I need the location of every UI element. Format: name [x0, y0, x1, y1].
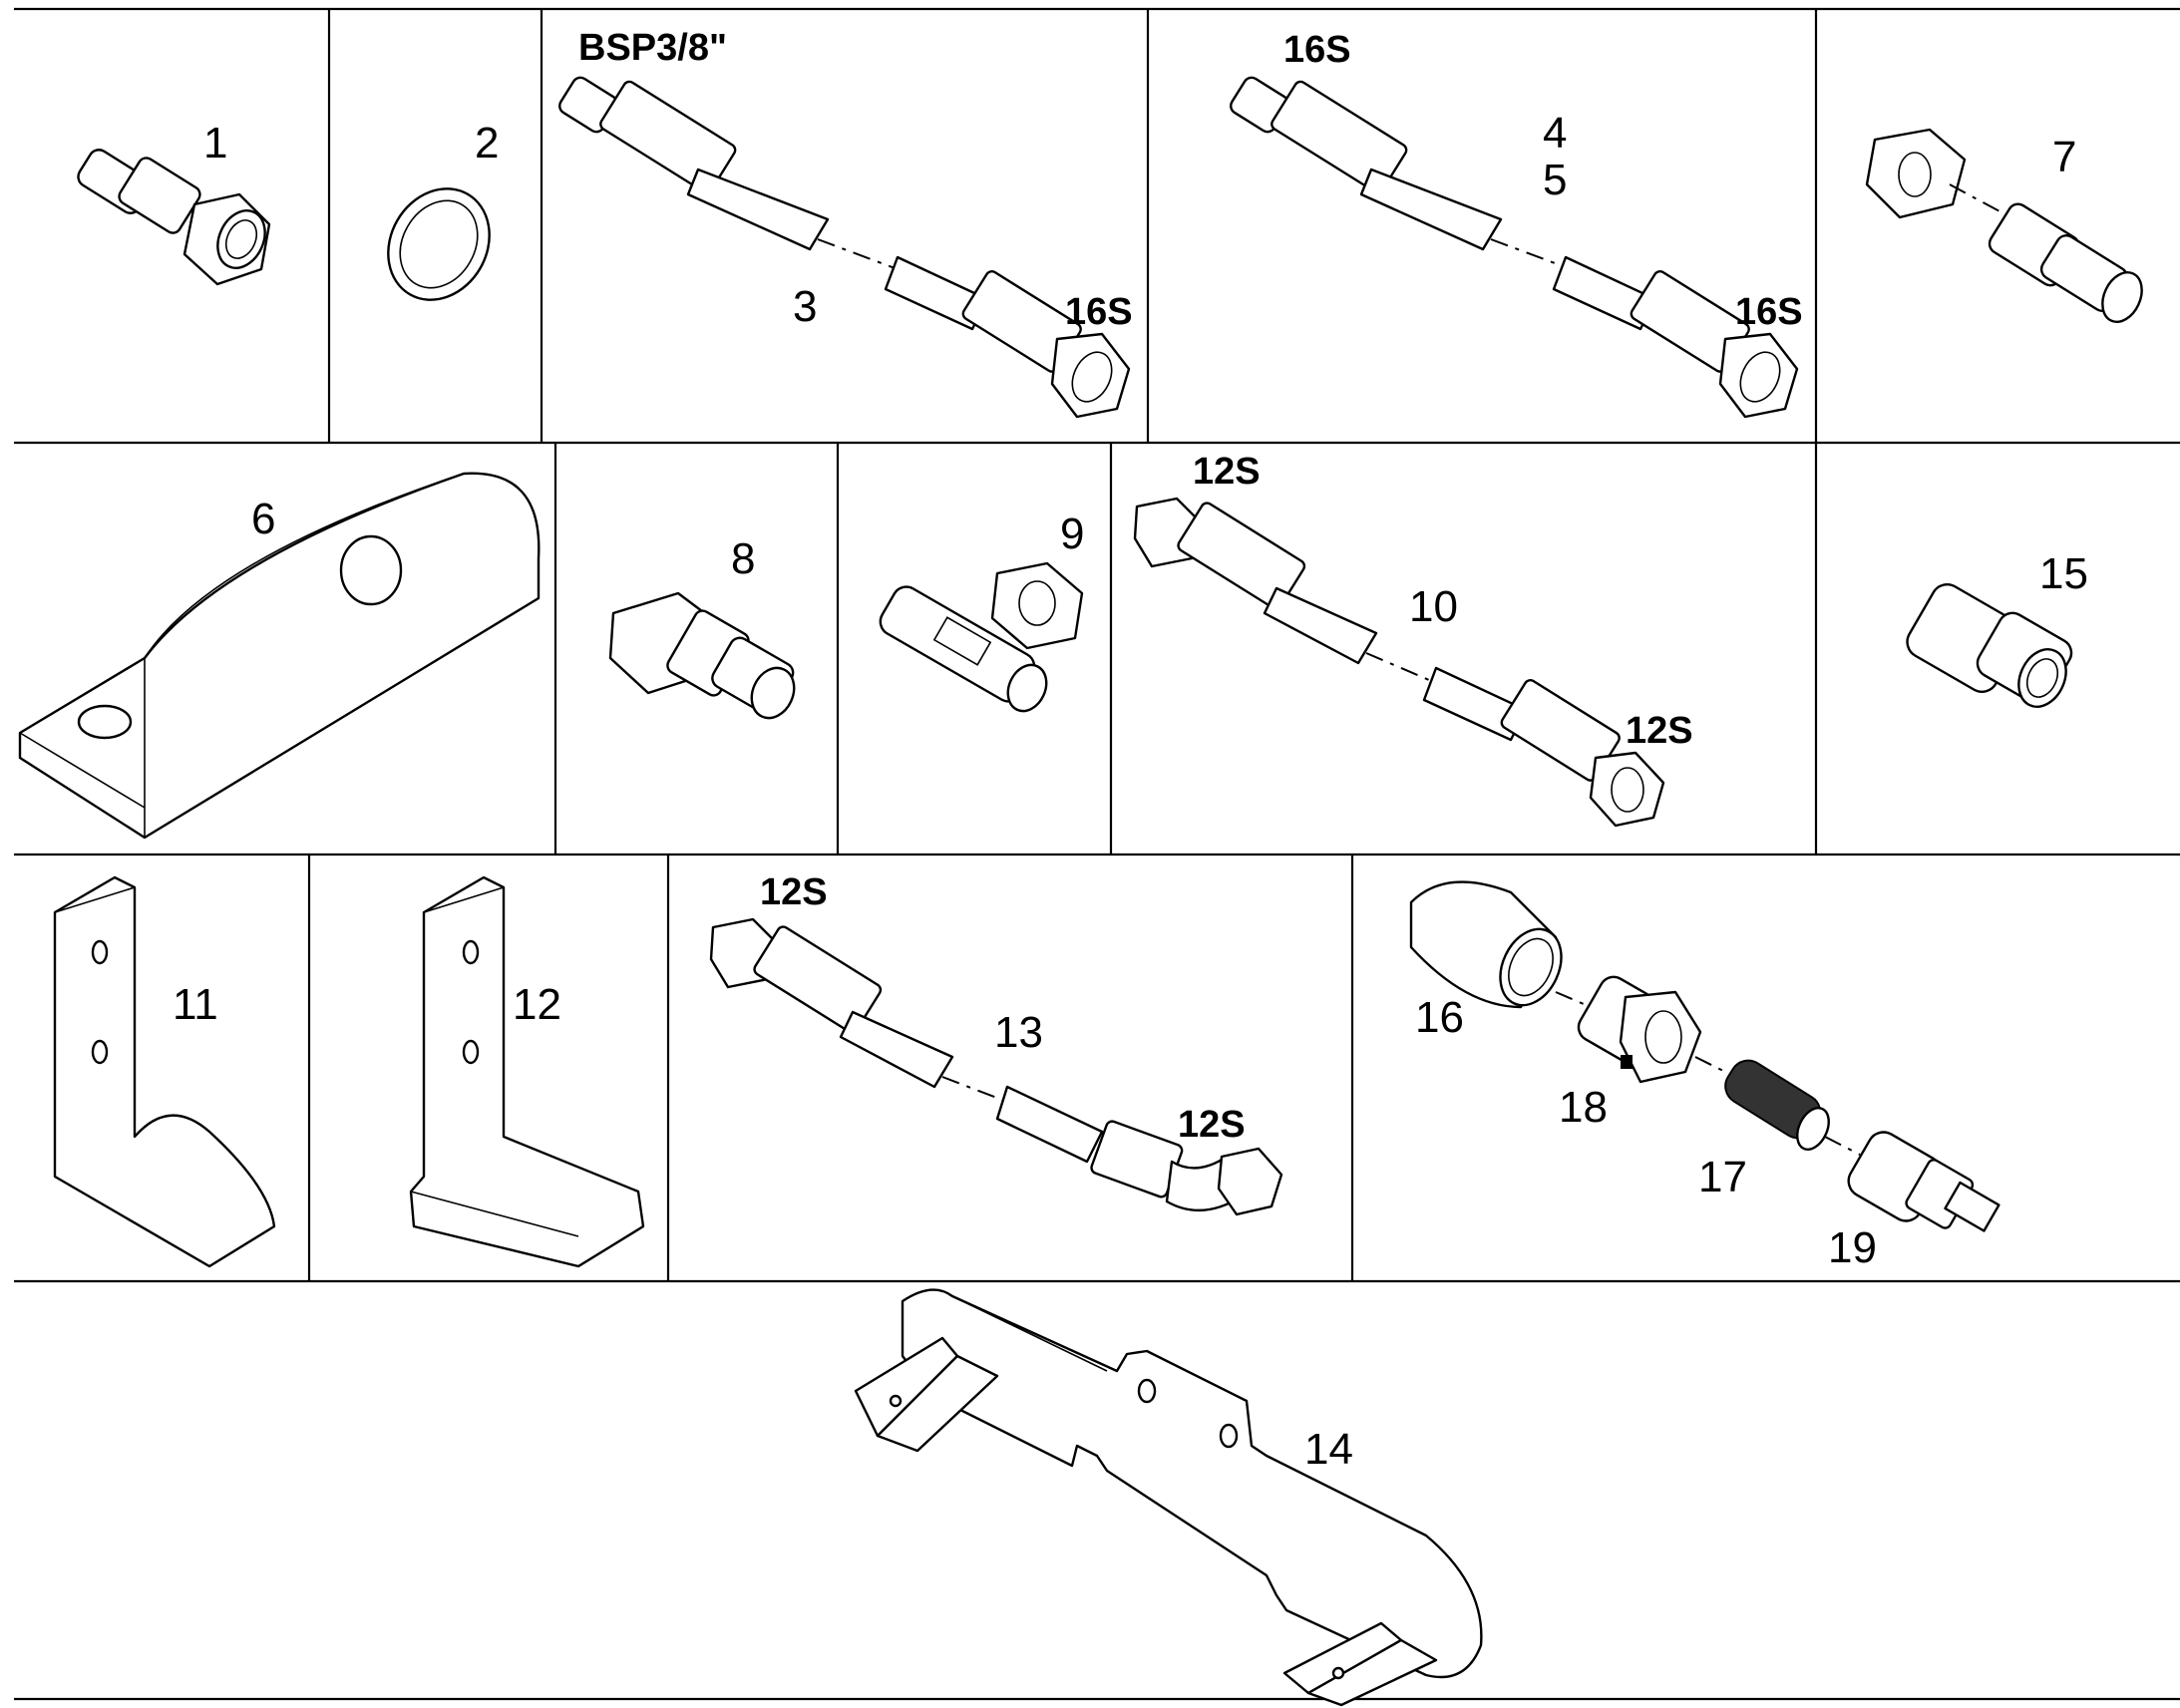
part-9-tee: [879, 561, 1084, 713]
callout-6: 6: [251, 495, 275, 543]
part-13-hose-bent: [709, 917, 1283, 1216]
hose-4-5-end-fitting: 16S: [1735, 291, 1803, 333]
grid-lines: [14, 7, 2180, 1701]
callout-10: 10: [1409, 582, 1458, 631]
part-11-l-bracket: [53, 875, 276, 1268]
callout-1: 1: [203, 119, 227, 168]
callout-5: 5: [1543, 156, 1567, 204]
set-screw: [1621, 1055, 1633, 1069]
callout-19: 19: [1828, 1223, 1877, 1272]
callout-12: 12: [513, 980, 561, 1029]
part-4-5-hose: [1230, 76, 1799, 419]
part-12-l-bracket: [409, 875, 645, 1268]
part-7-nut-and-nipple: [1865, 128, 2143, 323]
callout-14: 14: [1304, 1425, 1353, 1474]
part-14-long-bracket: [854, 1288, 1483, 1707]
callout-17: 17: [1698, 1153, 1747, 1201]
part-2-sealing-washer: [387, 187, 491, 301]
callout-16: 16: [1415, 993, 1464, 1042]
part-19-nozzle: [1847, 1131, 2000, 1232]
part-8-adapter: [608, 591, 796, 720]
part-16-sleeve: [1409, 880, 1563, 1009]
dash-17-19: [1824, 1136, 1861, 1156]
dash-18-17: [1694, 1056, 1726, 1073]
hose-13-top-fitting: 12S: [760, 871, 828, 913]
part-15-nipple: [1906, 583, 2073, 708]
callout-9: 9: [1060, 510, 1084, 558]
callout-8: 8: [731, 534, 755, 583]
callout-11: 11: [173, 980, 218, 1029]
dash-16-18: [1555, 991, 1592, 1008]
callout-15: 15: [2039, 549, 2088, 598]
part-10-hose: [1133, 497, 1665, 828]
part-6-bracket: [18, 472, 541, 840]
callout-3: 3: [793, 282, 817, 331]
hose-3-top-fitting: BSP3/8": [578, 27, 727, 69]
hose-3-end-fitting: 16S: [1065, 291, 1133, 333]
part-3-hose: [558, 76, 1131, 419]
hose-10-top-fitting: 12S: [1193, 451, 1261, 493]
part-17-filter-element: [1724, 1059, 1830, 1151]
hose-10-end-fitting: 12S: [1626, 710, 1693, 752]
callout-7: 7: [2052, 133, 2076, 181]
part-1-union-fitting: [77, 149, 271, 286]
callout-2: 2: [475, 119, 499, 168]
callout-18: 18: [1559, 1083, 1608, 1132]
callout-4: 4: [1543, 109, 1567, 158]
hose-13-end-fitting: 12S: [1178, 1104, 1246, 1146]
hose-4-5-top-fitting: 16S: [1283, 29, 1351, 71]
callout-13: 13: [994, 1008, 1043, 1057]
part-18-nut: [1577, 975, 1702, 1084]
